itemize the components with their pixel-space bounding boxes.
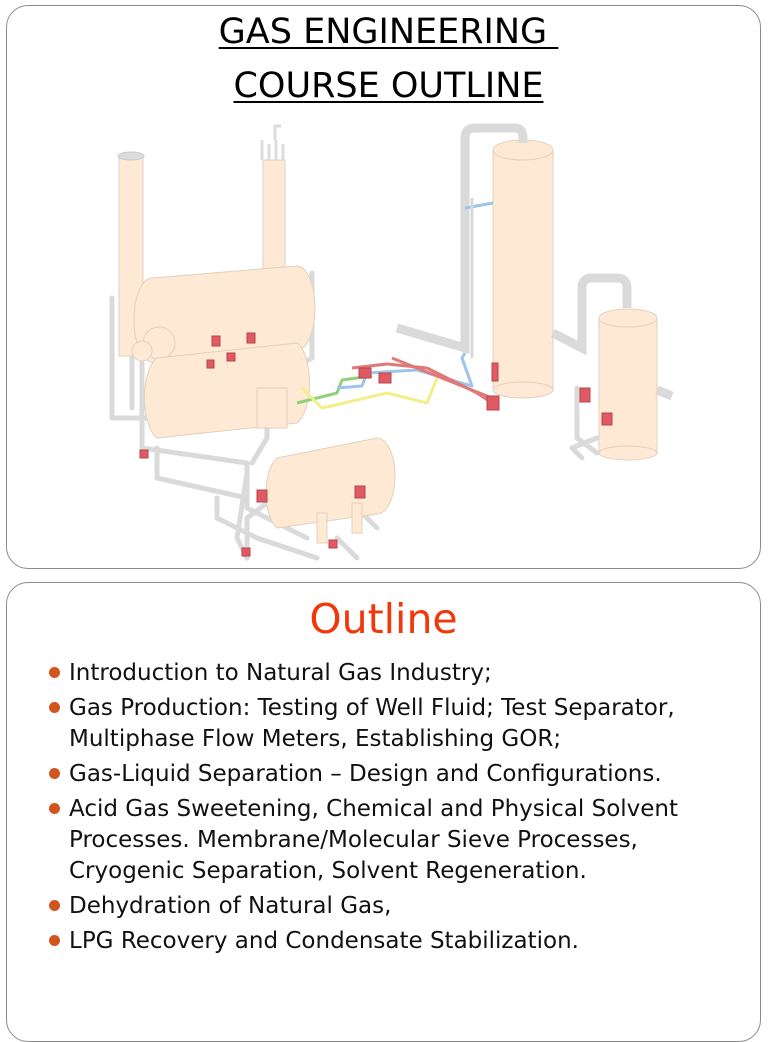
list-item-text: Acid Gas Sweetening, Chemical and Physic… xyxy=(69,796,679,884)
list-item-text: Introduction to Natural Gas Industry; xyxy=(69,660,492,686)
list-item-text: Gas-Liquid Separation – Design and Confi… xyxy=(69,761,662,787)
outline-list: Introduction to Natural Gas Industry; Ga… xyxy=(47,658,737,961)
bullet-icon xyxy=(49,702,60,713)
list-item: Gas-Liquid Separation – Design and Confi… xyxy=(47,759,737,790)
list-item: Dehydration of Natural Gas, xyxy=(47,891,737,922)
outline-slide: Outline Introduction to Natural Gas Indu… xyxy=(6,582,761,1042)
list-item: Introduction to Natural Gas Industry; xyxy=(47,658,737,689)
title-line-2: COURSE OUTLINE xyxy=(233,66,544,106)
list-item-text: Dehydration of Natural Gas, xyxy=(69,893,392,919)
bullet-icon xyxy=(49,900,60,911)
outline-heading: Outline xyxy=(309,595,458,643)
gas-processing-plant-illustration xyxy=(109,123,674,561)
title-line-1: GAS ENGINEERING xyxy=(218,12,559,52)
list-item-text: LPG Recovery and Condensate Stabilizatio… xyxy=(69,928,579,954)
list-item: Acid Gas Sweetening, Chemical and Physic… xyxy=(47,794,737,887)
list-item: Gas Production: Testing of Well Fluid; T… xyxy=(47,693,737,755)
bullet-icon xyxy=(49,935,60,946)
bullet-icon xyxy=(49,667,60,678)
title-slide: GAS ENGINEERING COURSE OUTLINE xyxy=(6,5,761,569)
bullet-icon xyxy=(49,768,60,779)
bullet-icon xyxy=(49,803,60,814)
list-item: LPG Recovery and Condensate Stabilizatio… xyxy=(47,926,737,957)
list-item-text: Gas Production: Testing of Well Fluid; T… xyxy=(69,695,675,752)
